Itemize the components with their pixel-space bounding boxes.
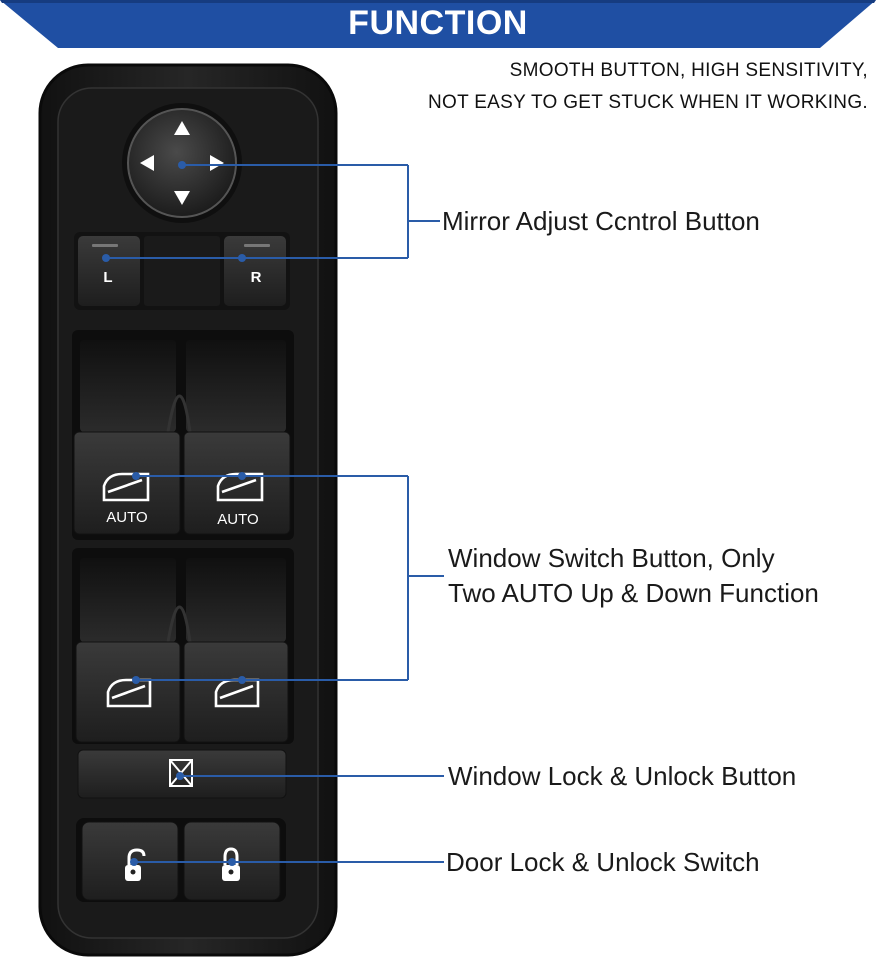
leader-lines bbox=[106, 164, 444, 863]
unlock-icon bbox=[125, 848, 146, 881]
mirror-select-center bbox=[144, 236, 220, 306]
arrow-left-icon bbox=[140, 155, 154, 171]
arrow-right-icon bbox=[210, 155, 224, 171]
auto-label-right: AUTO bbox=[217, 511, 258, 528]
header-banner bbox=[0, 0, 876, 48]
callout-mirror: Mirror Adjust Ccntrol Button bbox=[442, 206, 760, 236]
arrow-up-icon bbox=[174, 121, 190, 135]
callout-door-lock: Door Lock & Unlock Switch bbox=[446, 847, 760, 877]
window-switch-front-right[interactable] bbox=[183, 431, 291, 535]
callout-window-lock: Window Lock & Unlock Button bbox=[448, 761, 797, 791]
mirror-select-right[interactable] bbox=[224, 236, 286, 306]
mirror-select-left[interactable] bbox=[78, 236, 140, 306]
arrow-down-icon bbox=[174, 191, 190, 205]
subtitle-line-2: NOT EASY TO GET STUCK WHEN IT WORKING. bbox=[427, 92, 868, 113]
subtitle-line-1: SMOOTH BUTTON, HIGH SENSITIVITY, bbox=[509, 60, 868, 81]
auto-label-left: AUTO bbox=[106, 509, 147, 526]
window-switch-front-left[interactable] bbox=[73, 431, 181, 535]
callout-window-line-1: Window Switch Button, Only bbox=[448, 543, 775, 573]
mirror-right-label: R bbox=[251, 269, 262, 286]
leader-dots bbox=[102, 161, 246, 866]
lock-icon bbox=[222, 847, 240, 881]
page-title: FUNCTION bbox=[348, 4, 528, 42]
mirror-left-label: L bbox=[103, 269, 112, 286]
callout-window-line-2: Two AUTO Up & Down Function bbox=[448, 578, 819, 608]
